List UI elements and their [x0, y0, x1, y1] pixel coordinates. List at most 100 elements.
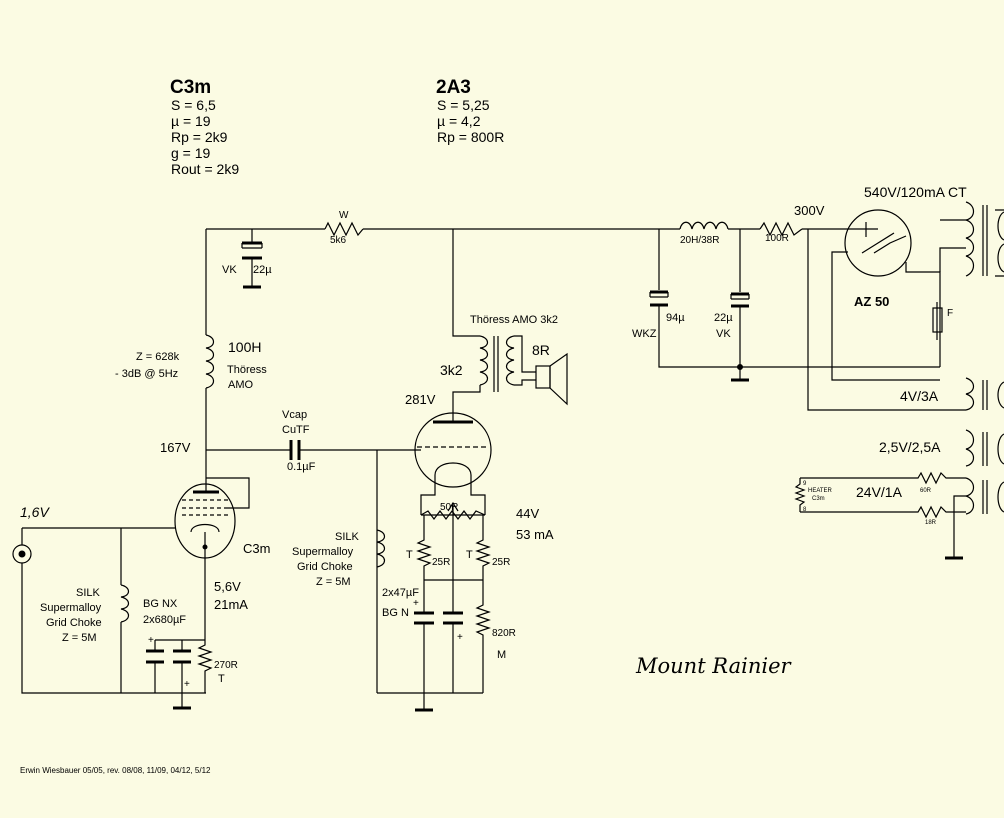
r270-type: T — [218, 673, 225, 685]
choke-100h — [205, 334, 215, 478]
supermalloy-label: Supermalloy — [292, 546, 354, 558]
heater-label: HEATER — [808, 488, 833, 494]
speaker-icon — [535, 352, 568, 406]
2a3-filament-voltage: 44V — [516, 506, 539, 521]
choke-20h — [668, 221, 740, 230]
r820-type: M — [497, 649, 506, 661]
resistor-5k6 — [324, 221, 364, 237]
pin-label: 9 — [803, 481, 807, 487]
cap-22u-label: 22µ — [714, 312, 733, 324]
c3m-spec: S = 6,5 — [171, 97, 216, 113]
choke-impedance: Z = 628k — [136, 351, 180, 363]
choke-20h-label: 20H/38R — [680, 235, 719, 246]
cap-2x680-label: 2x680µF — [143, 614, 186, 626]
silk-label: SILK — [335, 531, 360, 543]
ot-primary: 3k2 — [440, 362, 463, 378]
bg-nx-label: BG NX — [143, 598, 178, 610]
r100-label: 100R — [765, 233, 789, 244]
plus-sign: + — [184, 679, 190, 690]
vk-label: VK — [716, 328, 731, 340]
node-167v: 167V — [160, 440, 191, 455]
winding-24v-label: 24V/1A — [856, 484, 903, 500]
c3m-spec: g = 19 — [171, 145, 211, 161]
capacitor-22u-vk-1 — [241, 241, 263, 289]
psu-caps — [649, 229, 940, 382]
silk-label: SILK — [76, 587, 101, 599]
pin-label: 8 — [803, 507, 807, 513]
supermalloy-label: Supermalloy — [40, 602, 102, 614]
az50-rectifier — [831, 209, 941, 381]
vcap-label: Vcap — [282, 409, 307, 421]
grid-choke-2 — [376, 529, 386, 568]
c3m-tube — [22, 477, 250, 640]
c3m-current: 21mA — [214, 597, 248, 612]
input-level: 1,6V — [20, 504, 50, 520]
2a3-current: 53 mA — [516, 527, 554, 542]
winding-4v-label: 4V/3A — [900, 388, 939, 404]
choke-100h-label: 100H — [228, 339, 261, 355]
fuse-icon — [932, 302, 943, 340]
2a3-spec: S = 5,25 — [437, 97, 490, 113]
input-jack-icon — [12, 528, 206, 694]
c3m-spec: Rp = 2k9 — [171, 129, 228, 145]
b-plus-voltage: 300V — [794, 203, 825, 218]
diagram-title: Mount Rainier — [635, 654, 793, 678]
cathode-bypass-c3m — [146, 639, 213, 710]
2a3-plate-voltage: 281V — [405, 392, 436, 407]
r820-label: 820R — [492, 628, 516, 639]
footer-credit: Erwin Wiesbauer 05/05, rev. 08/08, 11/09… — [20, 766, 211, 775]
resistor-5k6-label: 5k6 — [330, 235, 347, 246]
grid-choke-1 — [120, 528, 130, 693]
ot-label: Thöress AMO 3k2 — [470, 314, 558, 326]
plus-sign: + — [457, 632, 463, 643]
z5m-label: Z = 5M — [316, 576, 351, 588]
winding-4v — [807, 229, 1004, 411]
c3m-tube-label: C3m — [243, 541, 270, 556]
cutf-label: CuTF — [282, 424, 310, 436]
resistor-watt-label: W — [339, 210, 349, 221]
r18-label: 18R — [925, 520, 937, 526]
r25-label: 25R — [432, 557, 450, 568]
winding-25v — [965, 429, 1004, 467]
r50-label: 50R — [440, 502, 458, 513]
plus-sign: + — [148, 635, 154, 646]
2a3-spec: µ = 4,2 — [437, 113, 481, 129]
cap-22u-label: 22µ — [253, 264, 272, 276]
az50-label: AZ 50 — [854, 294, 889, 309]
transformer-rating: 540V/120mA CT — [864, 184, 967, 200]
fuse-label: F — [947, 308, 953, 319]
resistor-100r — [759, 221, 803, 237]
r25-label: 25R — [492, 557, 510, 568]
choke-3db: - 3dB @ 5Hz — [115, 368, 178, 380]
r60-label: 60R — [920, 488, 932, 494]
z5m-label: Z = 5M — [62, 632, 97, 644]
output-transformer — [452, 335, 536, 405]
c3m-cathode-voltage: 5,6V — [214, 579, 241, 594]
grid-choke-label: Grid Choke — [46, 617, 102, 629]
resistor-type: T — [466, 549, 473, 561]
choke-amo: AMO — [228, 379, 254, 391]
cap-2x47-label: 2x47µF — [382, 587, 419, 599]
bg-n-label: BG N — [382, 607, 409, 619]
cap-94u-label: 94µ — [666, 312, 685, 324]
2a3-title: 2A3 — [436, 77, 471, 98]
resistor-type: T — [406, 549, 413, 561]
plus-sign: + — [413, 598, 419, 609]
r270-label: 270R — [214, 660, 238, 671]
2a3-filament-network — [377, 501, 491, 712]
choke-maker: Thöress — [227, 364, 267, 376]
c3m-spec: µ = 19 — [171, 113, 211, 129]
coupling-network — [206, 440, 421, 693]
wkz-label: WKZ — [632, 328, 657, 340]
vk-label: VK — [222, 264, 237, 276]
power-transformer — [939, 201, 1004, 277]
b-plus-rail — [205, 228, 858, 337]
c3m-title: C3m — [170, 77, 211, 98]
2a3-tube — [414, 405, 492, 515]
grid-choke-label: Grid Choke — [297, 561, 353, 573]
speaker-impedance: 8R — [532, 342, 550, 358]
heater-tube-label: C3m — [812, 496, 825, 502]
winding-25v-label: 2,5V/2,5A — [879, 439, 941, 455]
winding-24v — [794, 471, 1004, 560]
